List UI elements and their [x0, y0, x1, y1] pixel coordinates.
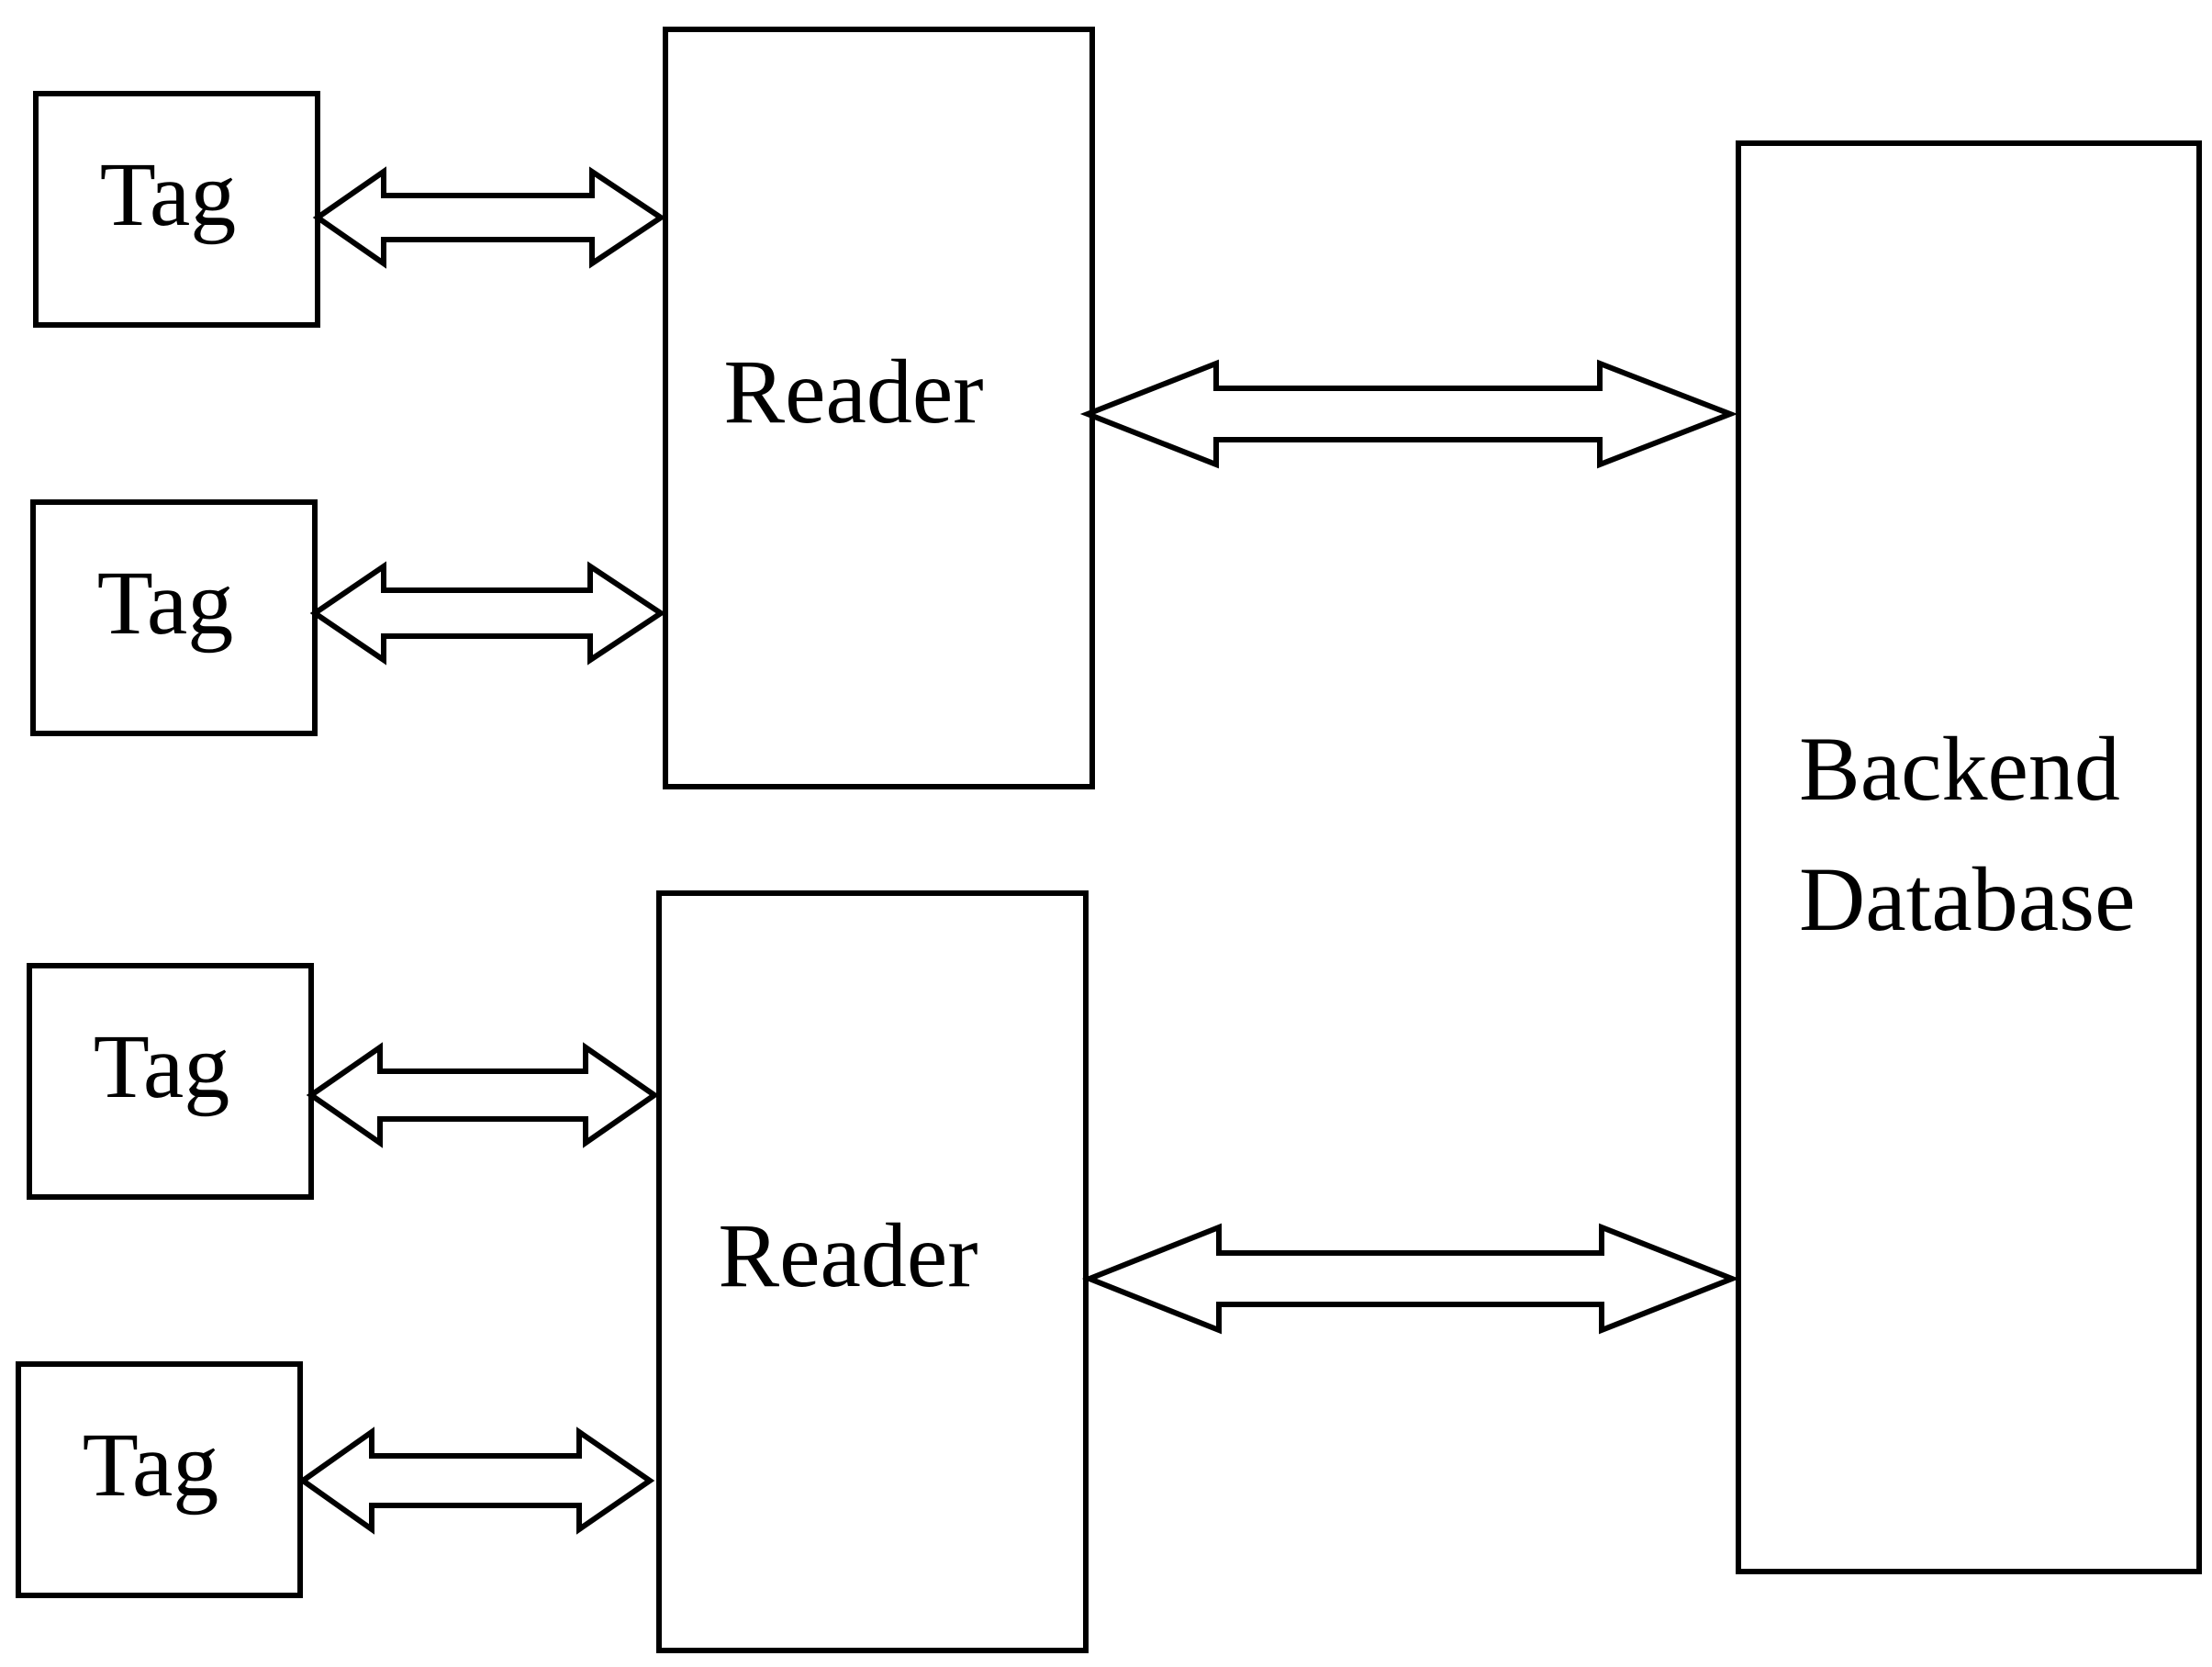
double-arrow-tag3-reader2: [306, 1042, 660, 1148]
double-arrow-reader1-backend: [1079, 359, 1738, 469]
backend-database-node: Backend Database: [1736, 140, 2202, 1574]
tag-label-2: Tag: [97, 552, 234, 654]
tag-label-1: Tag: [100, 143, 237, 245]
backend-label-line1: Backend: [1799, 718, 2120, 820]
double-arrow-reader2-backend: [1081, 1223, 1740, 1335]
double-arrow-tag2-reader1: [309, 561, 666, 666]
tag-label-4: Tag: [83, 1414, 219, 1516]
tag-node-3: Tag: [27, 963, 314, 1200]
double-arrow-tag4-reader2: [297, 1426, 655, 1535]
reader-label-2: Reader: [718, 1204, 978, 1306]
reader-node-2: Reader: [656, 890, 1089, 1653]
backend-label-line2: Database: [1799, 848, 2135, 950]
tag-node-4: Tag: [16, 1361, 303, 1598]
tag-node-1: Tag: [33, 91, 320, 328]
double-arrow-tag1-reader1: [312, 166, 666, 269]
tag-label-3: Tag: [94, 1015, 230, 1117]
reader-label-1: Reader: [723, 341, 983, 442]
tag-node-2: Tag: [30, 499, 318, 736]
reader-node-1: Reader: [663, 27, 1095, 789]
